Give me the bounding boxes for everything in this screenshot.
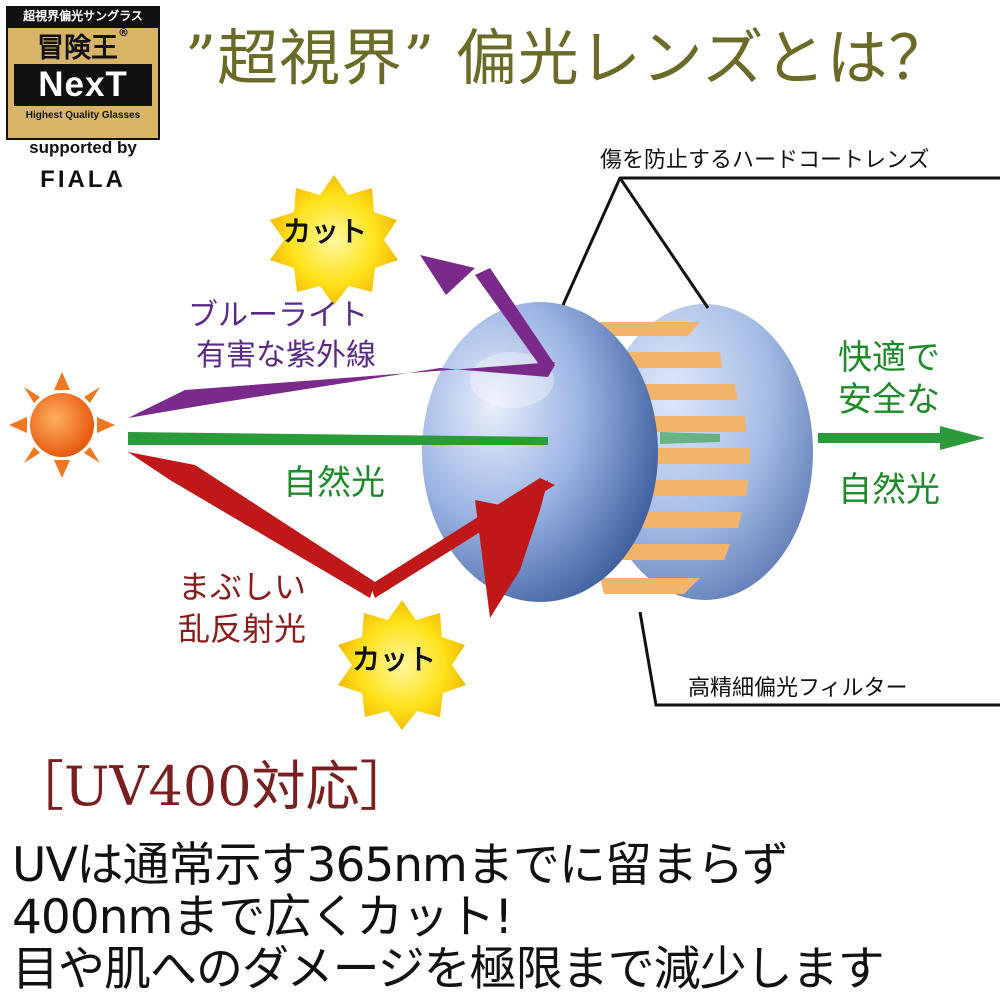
natural-light-ray [128,426,985,450]
registered-mark: ® [118,26,129,39]
polarizing-filter-label: 高精細偏光フィルター [688,676,908,701]
logo-maker: FIALA [40,166,126,193]
cut-bottom-label: カット [352,643,437,676]
logo-tagline: 超視界偏光サングラス [6,6,160,26]
natural-light-right-label: 自然光 [838,470,940,510]
logo-brand: 冒険王® [6,26,160,65]
glare-ray [128,452,555,618]
uv400-description-line: 400nmまで広くカット! [12,890,513,945]
blue-light-label: ブルーライト [188,298,368,333]
cut-burst-top [270,175,398,305]
comfortable-label: 快適で [838,338,940,378]
logo-product: NexT [14,64,152,106]
scattered-light-label: 乱反射光 [178,610,307,648]
cut-top-label: カット [283,215,368,248]
logo-brand-text: 冒険王 [37,33,118,64]
logo-subtitle: Highest Quality Glasses [25,110,141,121]
logo-supported-by: supported by [29,138,137,157]
safe-label: 安全な [838,380,940,420]
glare-label: まぶしい [178,568,307,606]
page-title: ”超視界” 偏光レンズとは？ [185,23,951,94]
cut-burst-bottom [338,600,466,730]
sun-icon [9,372,115,478]
callout-lines [561,176,1000,707]
natural-light-left-label: 自然光 [283,463,385,503]
polarized-lens [422,302,813,602]
brand-logo: 超視界偏光サングラス 冒険王® NexT Highest Quality Gla… [6,6,161,201]
uv-label: 有害な紫外線 [196,338,376,373]
uv400-heading: ［UV400対応］ [10,755,414,818]
lens-diagram [9,175,1000,730]
uv-ray [128,255,555,418]
uv400-description-line: UVは通常示す365nmまでに留まらず [12,838,789,893]
hard-coat-lens-label: 傷を防止するハードコートレンズ [600,148,930,173]
uv400-description-line: 目や肌へのダメージを極限まで減少します [12,942,885,997]
